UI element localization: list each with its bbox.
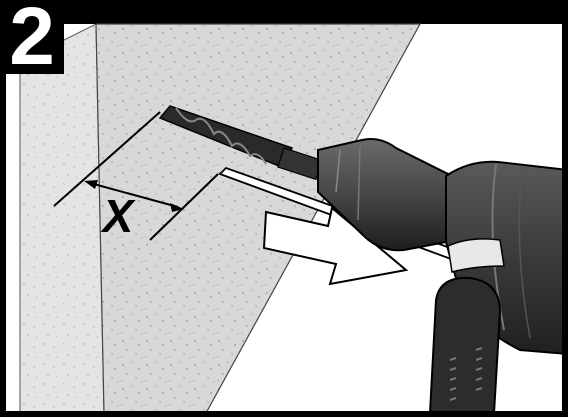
step-number: 2: [0, 0, 64, 82]
drill-side-handle: [430, 278, 500, 413]
dimension-label: X: [100, 190, 136, 242]
side-wall: [20, 24, 104, 413]
step-badge: 2: [0, 0, 64, 74]
